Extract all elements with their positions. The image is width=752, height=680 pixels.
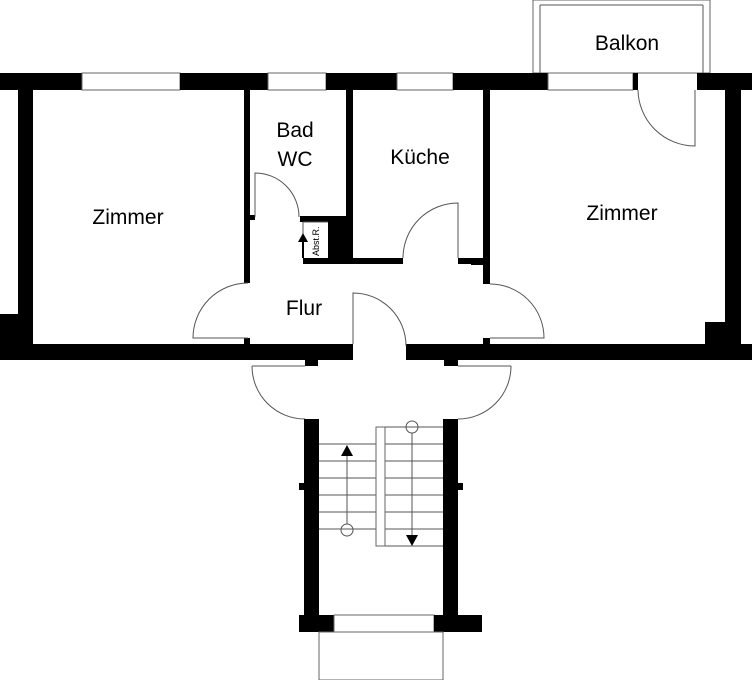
door-entrance[interactable] — [352, 292, 407, 347]
door-kueche[interactable] — [402, 202, 459, 259]
balcony — [532, 0, 711, 74]
arrow-down-icon — [406, 535, 418, 546]
room-label-bad: Bad — [276, 119, 313, 142]
door-zimmer-right[interactable] — [489, 283, 545, 339]
stairwell-door-left[interactable] — [251, 365, 306, 420]
exterior-wall-right — [725, 90, 741, 345]
stairwell-door-right[interactable] — [457, 365, 512, 420]
exterior-wall-bottom-left — [0, 344, 353, 360]
door-balkon[interactable] — [637, 89, 696, 147]
door-zimmer-left[interactable] — [192, 282, 249, 339]
room-label-kueche: Küche — [390, 146, 450, 169]
exterior-wall-bottom-right — [406, 344, 752, 360]
stairs — [319, 420, 443, 547]
storage-room: Abst.R. — [298, 221, 328, 258]
room-label-balkon: Balkon — [595, 32, 659, 55]
door-bad[interactable] — [254, 172, 300, 218]
room-label-flur: Flur — [286, 297, 322, 320]
stairwell — [251, 360, 512, 680]
room-label-zimmer-right: Zimmer — [586, 202, 657, 225]
room-label-zimmer-left: Zimmer — [92, 206, 163, 229]
room-label-wc: WC — [278, 148, 313, 171]
entrance-step — [318, 631, 444, 680]
arrow-up-icon — [341, 445, 353, 456]
interior-walls — [244, 90, 490, 345]
corner-pillar-right — [705, 322, 741, 345]
exterior-wall-top — [0, 72, 752, 91]
room-label-abstellraum: Abst.R. — [311, 226, 321, 256]
stair-handrail — [375, 426, 386, 547]
arrow-up-icon — [298, 233, 308, 242]
exterior-wall-left — [18, 90, 33, 345]
